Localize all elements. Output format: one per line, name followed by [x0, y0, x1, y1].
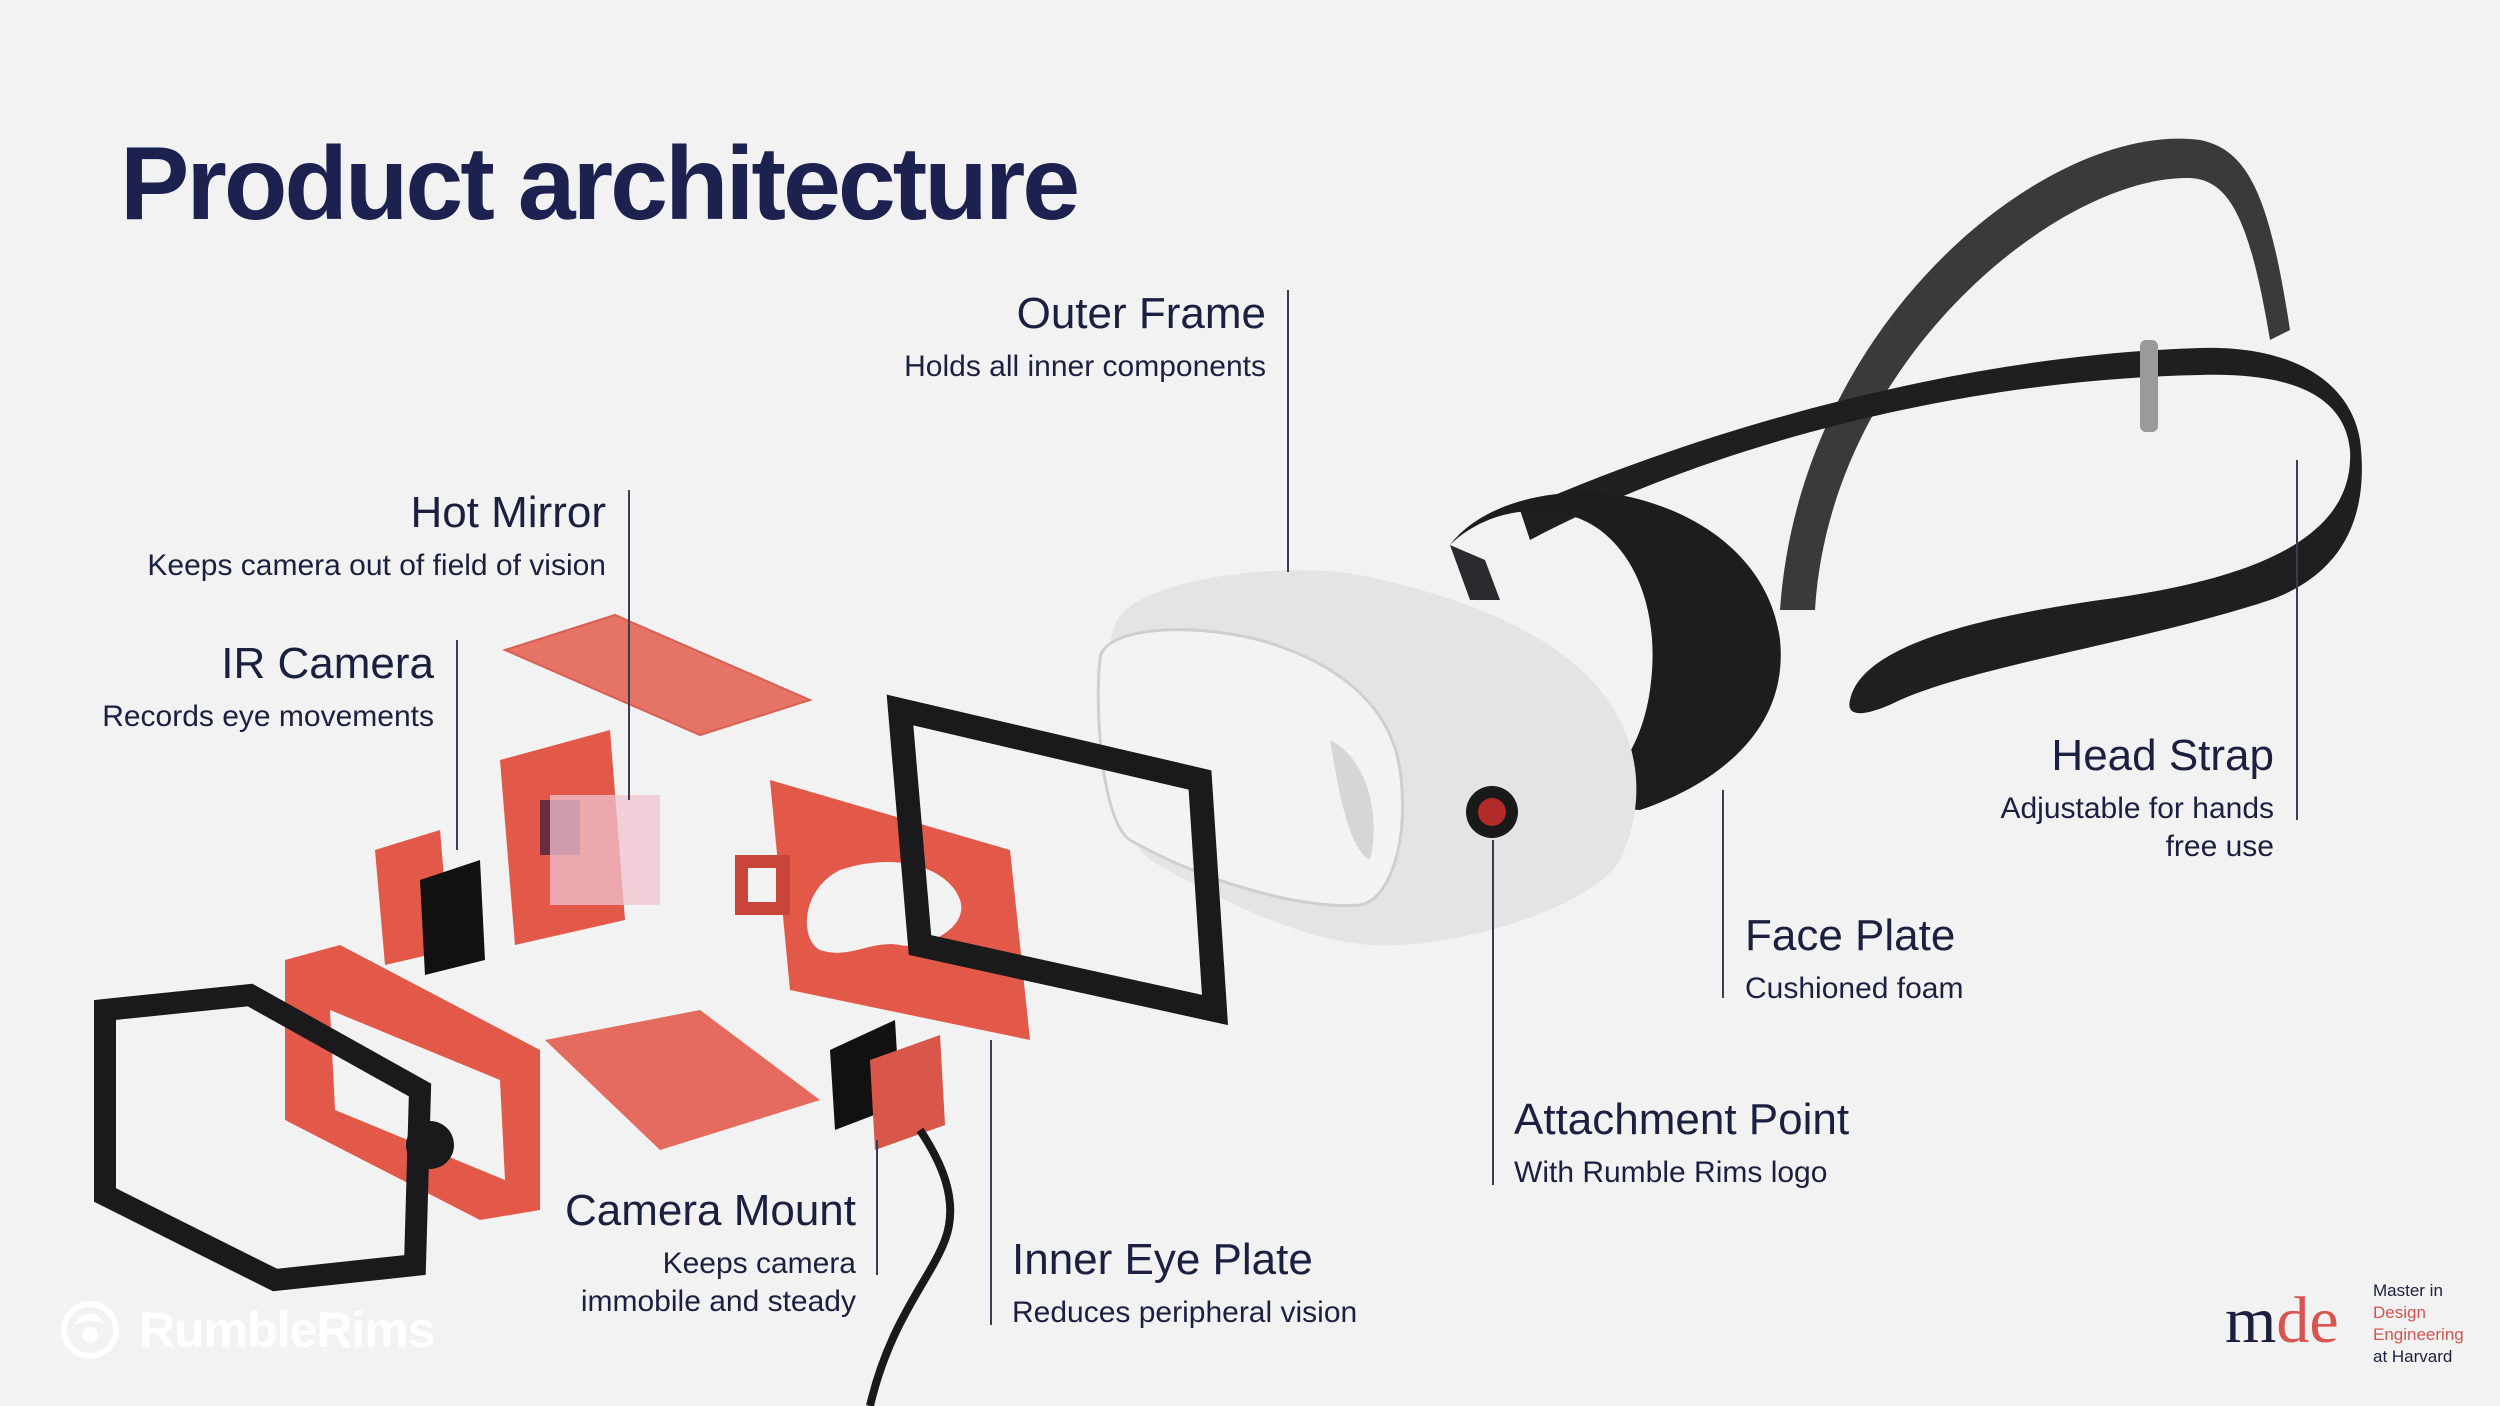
label-camera-mount: Camera Mount Keeps camera immobile and s… [520, 1185, 856, 1320]
hot-mirror-description: Keeps camera out of field of vision [147, 548, 606, 582]
rumblerims-wordmark: RumbleRims [139, 1302, 436, 1358]
camera-mount-description-line2: immobile and steady [580, 1284, 856, 1318]
head-strap-title: Head Strap [2051, 731, 2274, 780]
head-strap-description-line1: Adjustable for hands [2000, 791, 2274, 825]
head-strap-description-line2: free use [2165, 829, 2274, 863]
face-plate-leader [1722, 790, 1724, 998]
inner-eye-plate-description: Reduces peripheral vision [1012, 1295, 1358, 1329]
hot-mirror-graphic [502, 613, 813, 737]
ir-camera-leader [456, 640, 458, 850]
mde-program-name: Master in Design Engineering at Harvard [2373, 1281, 2464, 1367]
attachment-point-title: Attachment Point [1514, 1095, 1850, 1144]
camera-mount-graphic [285, 945, 820, 1220]
head-strap-graphic [1520, 138, 2362, 714]
inner-eye-plate-graphic [735, 780, 1030, 1040]
camera-mount-title: Camera Mount [564, 1186, 856, 1235]
outer-frame-leader [1287, 290, 1289, 572]
ir-camera-graphic [375, 730, 660, 975]
label-hot-mirror: Hot Mirror Keeps camera out of field of … [100, 487, 606, 584]
front-frame-graphic [94, 983, 454, 1292]
ram-head-icon [61, 1301, 119, 1359]
label-inner-eye-plate: Inner Eye Plate Reduces peripheral visio… [1012, 1234, 1472, 1331]
camera-module-graphic [830, 1020, 955, 1406]
rumblerims-logo: RumbleRims [55, 1290, 436, 1370]
attachment-point-leader [1492, 840, 1494, 1185]
mde-wordmark: mde [2225, 1284, 2339, 1357]
hot-mirror-title: Hot Mirror [410, 488, 606, 537]
label-head-strap: Head Strap Adjustable for hands free use [1910, 730, 2274, 865]
label-face-plate: Face Plate Cushioned foam [1745, 910, 2145, 1007]
label-attachment-point: Attachment Point With Rumble Rims logo [1514, 1094, 2014, 1191]
attachment-point-description: With Rumble Rims logo [1514, 1155, 1828, 1189]
inner-eye-plate-title: Inner Eye Plate [1012, 1235, 1313, 1284]
ir-camera-description: Records eye movements [102, 699, 434, 733]
camera-mount-description-line1: Keeps camera [662, 1246, 856, 1280]
outer-frame-description: Holds all inner components [904, 349, 1266, 383]
head-strap-leader [2296, 460, 2298, 820]
inner-frame-graphic [886, 694, 1229, 1026]
hot-mirror-leader [628, 490, 630, 800]
face-plate-title: Face Plate [1745, 911, 1956, 960]
outer-frame-title: Outer Frame [1016, 289, 1266, 338]
ir-camera-title: IR Camera [221, 639, 434, 688]
label-outer-frame: Outer Frame Holds all inner components [760, 288, 1266, 385]
label-ir-camera: IR Camera Records eye movements [60, 638, 434, 735]
outer-frame-graphic [1096, 570, 1637, 946]
face-plate-graphic [1450, 492, 1781, 810]
face-plate-description: Cushioned foam [1745, 971, 1964, 1005]
page-title: Product architecture [120, 126, 1080, 242]
camera-mount-leader [876, 1140, 878, 1275]
inner-eye-plate-leader [990, 1040, 992, 1325]
mde-logo: mde Master in Design Engineering at Harv… [2225, 1280, 2485, 1380]
